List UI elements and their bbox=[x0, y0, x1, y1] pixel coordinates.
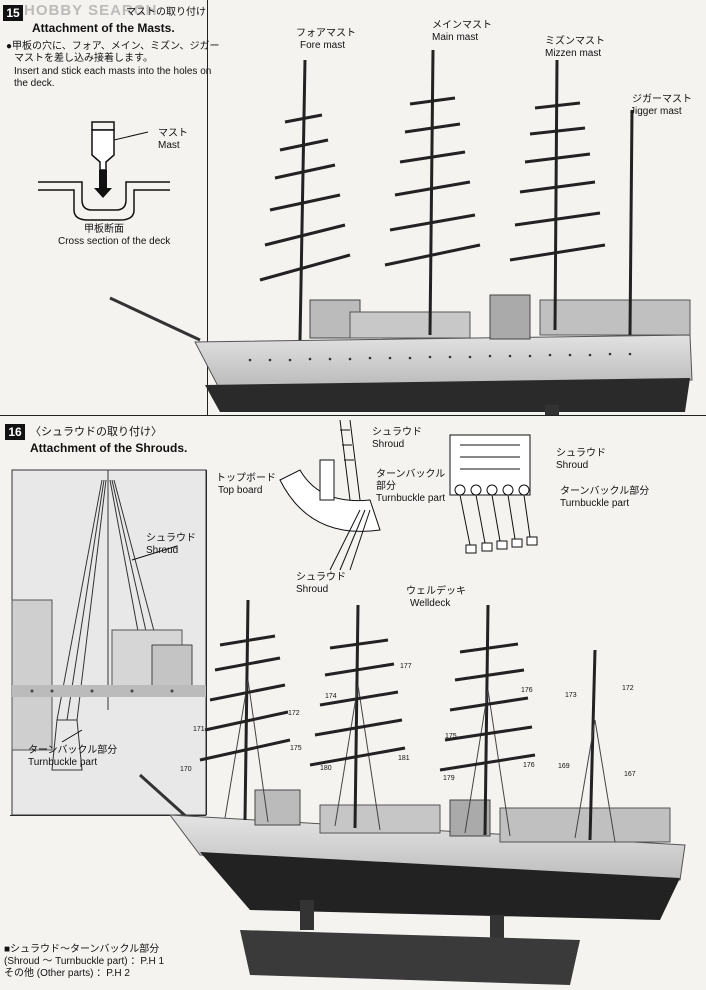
inset-bottom-divider bbox=[10, 815, 206, 816]
inset-shroud-jp: シュラウド bbox=[146, 533, 196, 544]
step15-title-jp: マストの取り付け bbox=[126, 7, 206, 18]
part-callout: 180 bbox=[320, 765, 332, 772]
legend-line-1: ■シュラウド〜ターンバックル部分 bbox=[4, 944, 160, 955]
welldeck-jp: ウェルデッキ bbox=[406, 586, 466, 597]
jigger-mast-label-en: Jigger mast bbox=[630, 106, 682, 117]
step16-title-en: Attachment of the Shrouds. bbox=[30, 441, 188, 455]
diagram-tb-jp2: 部分 bbox=[376, 481, 396, 492]
step15-title-en: Attachment of the Masts. bbox=[32, 21, 175, 35]
deck-label-jp: 甲板断面 bbox=[84, 224, 124, 235]
step15-number: 15 bbox=[3, 5, 23, 21]
part-callout: 169 bbox=[558, 763, 570, 770]
legend-line-2: (Shroud 〜 Turnbuckle part) ：P.H 1 bbox=[4, 956, 165, 967]
mast-label-jp: マスト bbox=[158, 128, 188, 139]
main-mast-label-jp: メインマスト bbox=[432, 20, 492, 31]
part-callout: 176 bbox=[523, 762, 535, 769]
vertical-divider-bottom bbox=[206, 470, 207, 815]
part-callout: 177 bbox=[400, 663, 412, 670]
shroud-closeup-photo bbox=[11, 469, 207, 816]
part-callout: 171 bbox=[193, 726, 205, 733]
step15-instr-jp-2: マストを差し込み接着します。 bbox=[14, 53, 153, 64]
diagram-shroud-jp-2: シュラウド bbox=[296, 572, 346, 583]
step15-instr-en-2: the deck. bbox=[14, 78, 55, 89]
top-board-diagram bbox=[279, 419, 381, 571]
diagram-shroud-en-1: Shroud bbox=[372, 439, 405, 450]
part-callout: 174 bbox=[325, 693, 337, 700]
topboard-jp: トップボード bbox=[216, 473, 276, 484]
fore-mast-label-en: Fore mast bbox=[300, 40, 346, 51]
inset-shroud-en: Shroud bbox=[146, 545, 179, 556]
deck-label-en: Cross section of the deck bbox=[58, 236, 171, 247]
welldeck-shroud-en: Shroud bbox=[556, 460, 589, 471]
part-callout: 170 bbox=[180, 766, 192, 773]
diagram-tb-jp: ターンバックル bbox=[376, 469, 446, 480]
welldeck-diagram bbox=[449, 434, 538, 554]
welldeck-en: Welldeck bbox=[410, 598, 451, 609]
step15-instr-en-1: Insert and stick each masts into the hol… bbox=[14, 66, 212, 77]
part-callout: 175 bbox=[290, 745, 302, 752]
ship-photo-step16 bbox=[138, 599, 686, 985]
topboard-en: Top board bbox=[218, 485, 263, 496]
mizzen-mast-label-en: Mizzen mast bbox=[545, 48, 602, 59]
mizzen-mast-label-jp: ミズンマスト bbox=[545, 36, 605, 47]
welldeck-tb-en: Turnbuckle part bbox=[560, 498, 630, 509]
jigger-mast-label-jp: ジガーマスト bbox=[632, 94, 692, 105]
part-callout: 181 bbox=[398, 755, 410, 762]
part-callout: 167 bbox=[624, 771, 636, 778]
horizontal-divider bbox=[0, 415, 706, 416]
welldeck-tb-jp: ターンバックル部分 bbox=[560, 486, 650, 497]
step16-number: 16 bbox=[5, 424, 25, 440]
legend-line-3: その他 (Other parts) ：P.H 2 bbox=[4, 968, 130, 979]
mast-insertion-diagram bbox=[38, 121, 170, 221]
part-callout: 172 bbox=[622, 685, 634, 692]
inset-turnbuckle-en: Turnbuckle part bbox=[28, 757, 98, 768]
part-callout: 173 bbox=[565, 692, 577, 699]
mast-label-en: Mast bbox=[158, 140, 180, 151]
watermark: HOBBY SEARCH bbox=[24, 2, 158, 19]
part-callout: 179 bbox=[443, 775, 455, 782]
diagram-tb-en: Turnbuckle part bbox=[376, 493, 446, 504]
diagram-shroud-en-2: Shroud bbox=[296, 584, 329, 595]
diagram-shroud-jp-1: シュラウド bbox=[372, 427, 422, 438]
ship-photo-step15 bbox=[109, 49, 693, 415]
part-callout: 175 bbox=[445, 733, 457, 740]
vertical-divider-top bbox=[207, 0, 208, 415]
inset-turnbuckle-jp: ターンバックル部分 bbox=[28, 745, 118, 756]
part-callout: 176 bbox=[521, 687, 533, 694]
parts-legend: ■シュラウド〜ターンバックル部分 (Shroud 〜 Turnbuckle pa… bbox=[4, 944, 254, 988]
step16-title-jp: 〈シュラウドの取り付け〉 bbox=[30, 426, 162, 438]
welldeck-shroud-jp: シュラウド bbox=[556, 448, 606, 459]
part-callout: 172 bbox=[288, 710, 300, 717]
main-mast-label-en: Main mast bbox=[432, 32, 479, 43]
fore-mast-label-jp: フォアマスト bbox=[296, 28, 356, 39]
step15-instr-jp-1: ●甲板の穴に、フォア、メイン、ミズン、ジガー bbox=[6, 41, 220, 52]
